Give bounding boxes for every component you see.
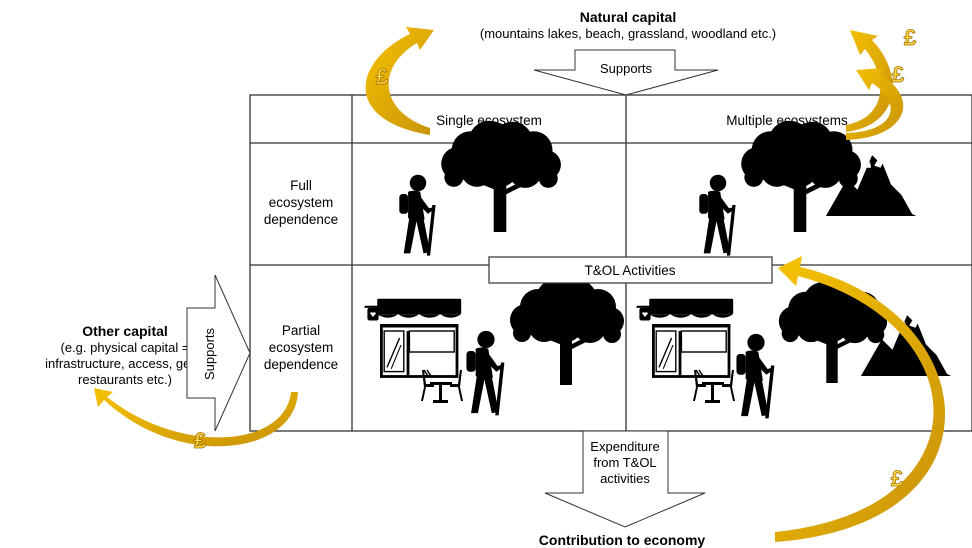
other-capital-line2: infrastructure, access, gear, [45,356,205,371]
row-header-partial-line2: ecosystem [269,340,334,355]
natural-supports-arrow [533,49,719,96]
hiker-icon [466,330,505,416]
shop-icon [635,298,734,379]
cell-full-multiple [699,120,917,256]
money-arrow-natural-right-2 [846,68,904,140]
tree-icon [441,120,561,232]
shop-icon [363,298,462,379]
natural-capital-title: Natural capital [580,9,676,25]
money-arrow-natural-left [365,27,434,135]
money-arrow-other-capital [94,388,298,447]
cell-full-single [399,120,561,256]
money-arrow-activities [775,256,945,542]
natural-supports-label: Supports [600,61,653,76]
pound-icon: £ [904,25,917,50]
expenditure-line2: from T&OL [593,455,656,470]
row-header-partial: Partial ecosystem dependence [264,323,338,372]
pound-icon: £ [376,64,389,89]
money-flow-arrows [94,27,945,542]
contribution-label: Contribution to economy [539,532,706,548]
natural-capital-subtitle: (mountains lakes, beach, grassland, wood… [480,26,776,41]
tree-icon [510,279,624,385]
activities-label: T&OL Activities [584,263,675,278]
row-header-full-line3: dependence [264,212,338,227]
row-header-full: Full ecosystem dependence [264,178,338,227]
row-header-partial-line3: dependence [264,357,338,372]
hiker-icon [699,174,736,256]
row-header-partial-line1: Partial [282,323,320,338]
money-arrow-natural-right-1 [846,30,893,132]
row-header-full-line2: ecosystem [269,195,334,210]
cell-partial-single [363,279,624,416]
hiker-icon [736,333,775,419]
other-supports-arrow [186,274,251,432]
other-supports-label: Supports [202,327,217,380]
expenditure-arrow [544,430,706,528]
currency-symbols: £ £ £ £ £ [193,25,917,492]
expenditure-line3: activities [600,471,650,486]
cell-partial-multiple [635,282,952,419]
pound-icon: £ [891,466,904,491]
hiker-icon [399,174,436,256]
expenditure-line1: Expenditure [590,439,659,454]
other-capital-title: Other capital [82,323,168,339]
activities-box [488,256,773,284]
other-capital-line1: (e.g. physical capital = [61,340,190,355]
pound-icon: £ [194,428,207,453]
pound-icon: £ [892,62,905,87]
other-capital-line3: restaurants etc.) [78,372,172,387]
row-header-full-line1: Full [290,178,312,193]
